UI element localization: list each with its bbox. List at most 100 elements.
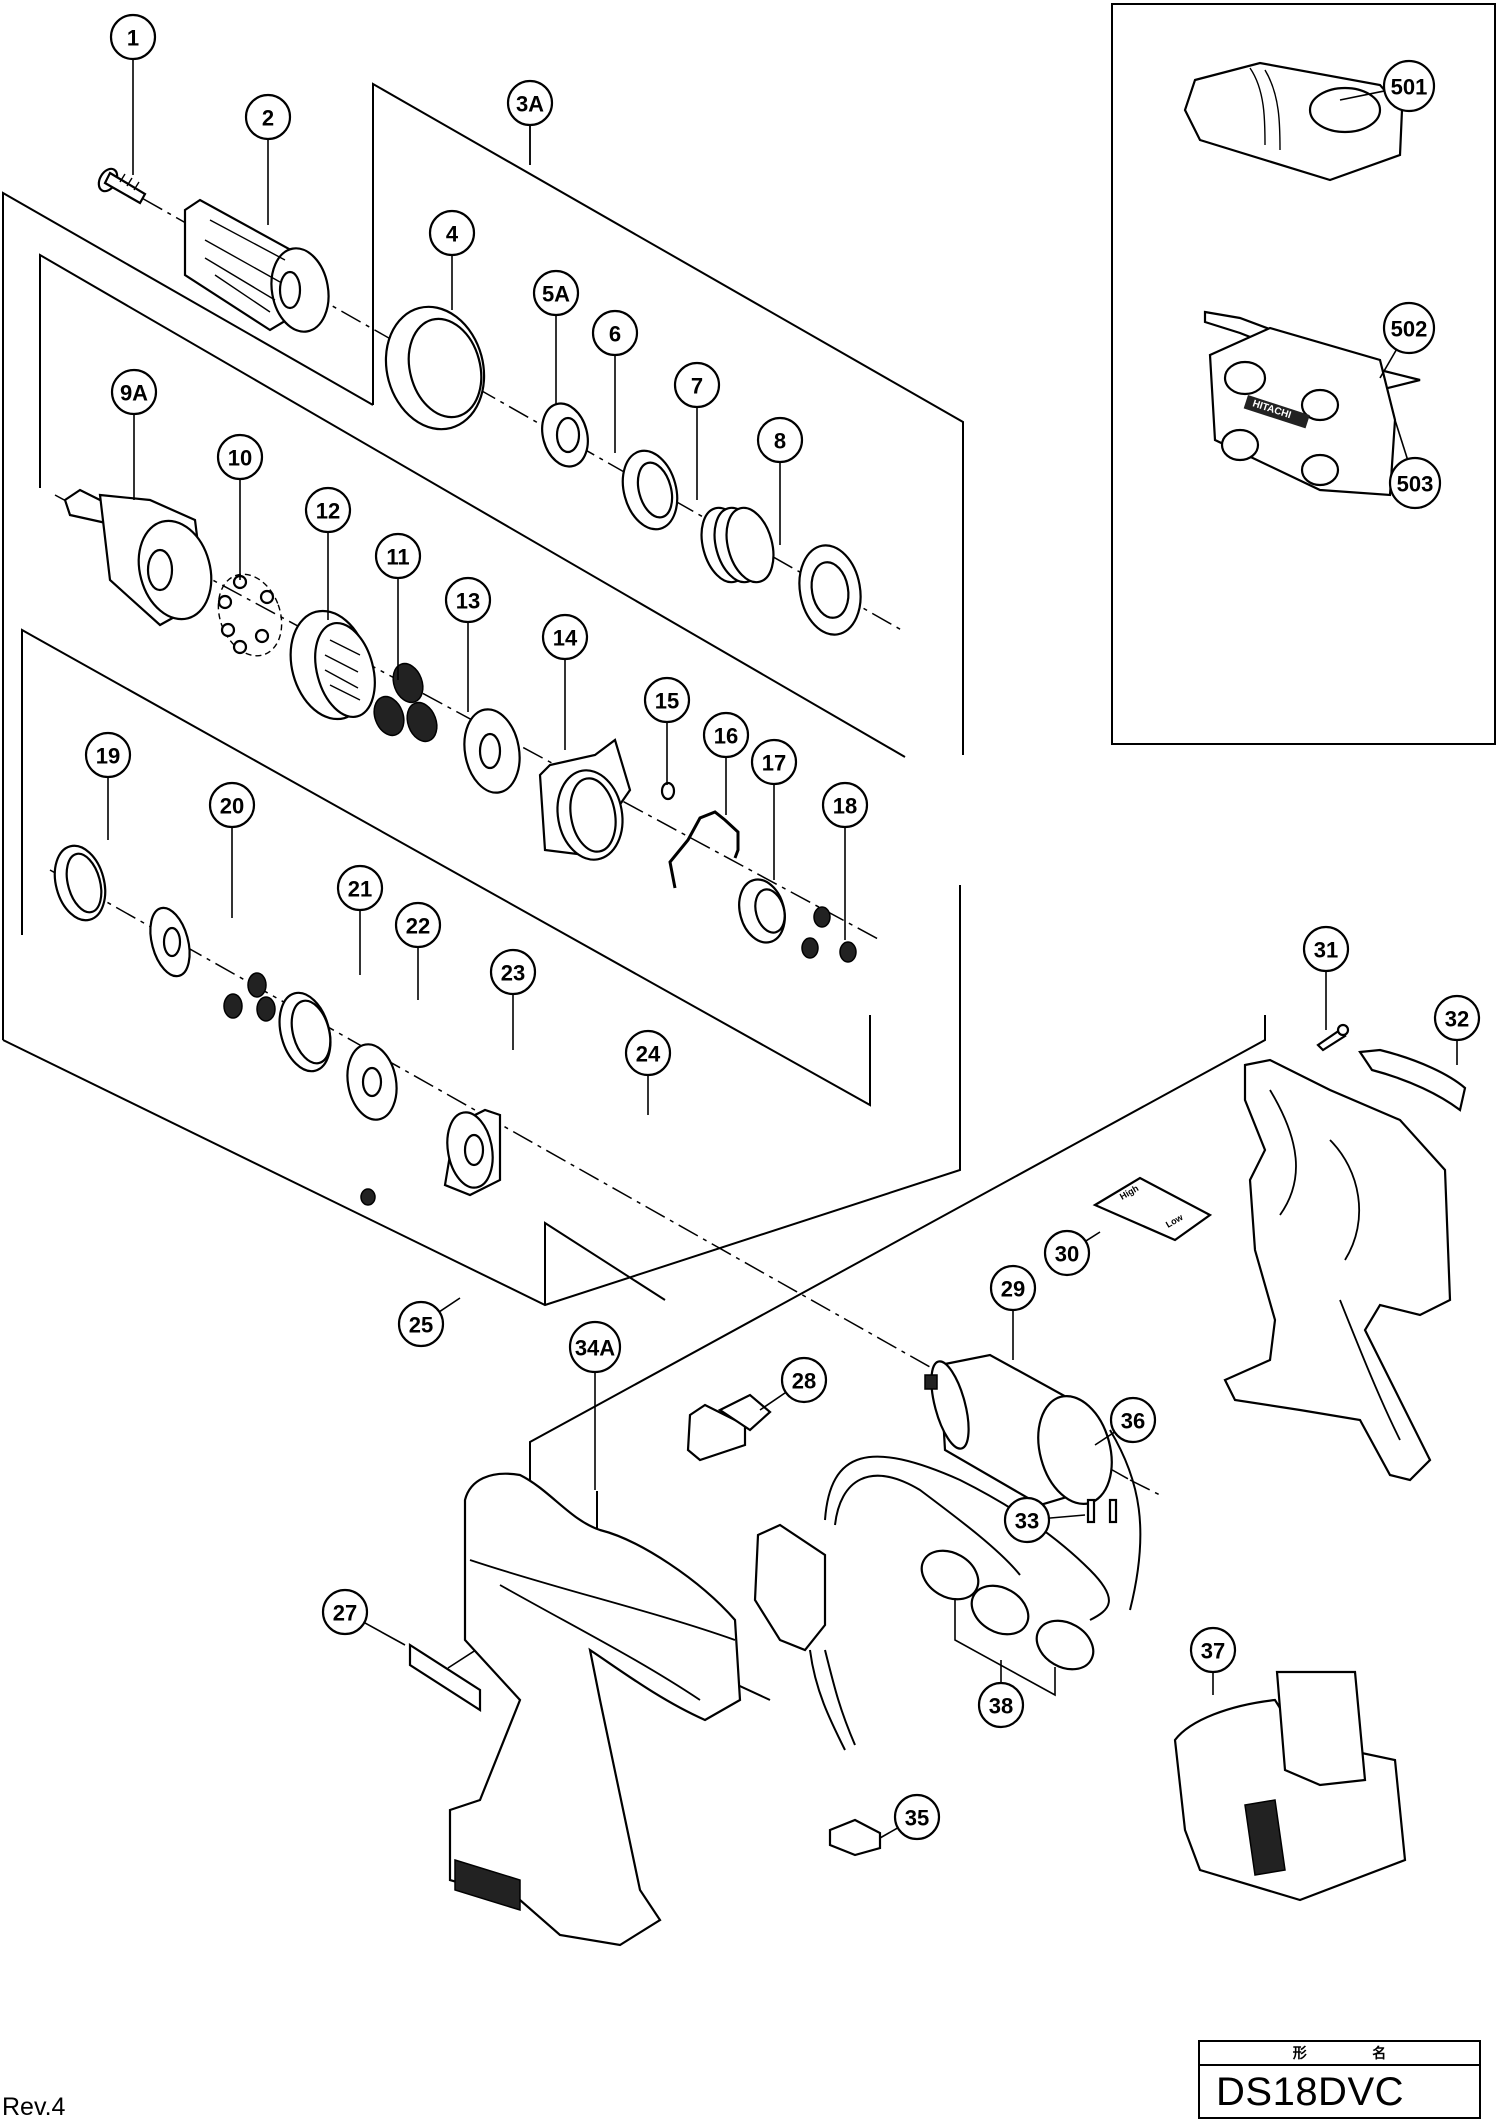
callout-label: 9A [120,381,148,406]
callout-circle [84,731,132,779]
model-title-block: 形 名 DS18DVC [1198,2040,1481,2119]
callout-label: 20 [220,794,244,819]
part-ring-gear-12 [289,609,376,721]
callout-label: 6 [609,322,621,347]
callout-label: 502 [1391,317,1428,342]
callout-label: 7 [691,374,703,399]
callout-502: 502 [1379,301,1436,379]
callout-circle [977,1681,1025,1729]
part-housing-right [1223,1058,1452,1482]
callout-label: 33 [1015,1509,1039,1534]
callout-label: 1 [127,26,139,51]
callout-label: 31 [1314,938,1338,963]
callout-circle [1433,994,1481,1042]
callout-circle [624,1029,672,1077]
callout-label: 16 [714,724,738,749]
leader-line-30 [1085,1231,1101,1242]
callout-23: 23 [489,948,537,1050]
callout-label: 34A [575,1336,615,1361]
callout-circle [110,368,158,416]
callout-503: 503 [1388,419,1442,510]
callout-13: 13 [444,576,492,712]
part-steel-balls-10 [217,573,283,657]
model-label-header: 形 名 [1200,2042,1479,2066]
callout-circle [673,361,721,409]
callout-label: 29 [1001,1277,1025,1302]
callout-14: 14 [541,613,589,750]
part-screw-31 [1316,1023,1350,1052]
part-chuck [183,198,330,333]
part-spring-holder-6 [621,449,679,531]
part-switch [753,1523,856,1751]
part-washer-23 [346,1043,398,1121]
callout-circle [643,676,691,724]
callout-circle [321,1588,369,1636]
part-gear-case-9a [63,488,213,627]
revision-label: Rev.4 [2,2093,66,2121]
callout-4: 4 [428,209,476,310]
callout-21: 21 [336,864,384,975]
callout-circle [756,416,804,464]
callout-6: 6 [591,309,639,453]
callout-24: 24 [624,1029,672,1115]
callout-circle [336,864,384,912]
callout-circle [893,1793,941,1841]
callout-29: 29 [989,1264,1037,1360]
part-screw-15 [660,781,676,801]
callout-circle [568,1320,622,1374]
leader-line-503 [1394,419,1409,460]
callout-circle [489,948,537,996]
part-ring-gear-22 [278,991,332,1073]
part-charger-501 [1183,61,1404,182]
callout-circle [216,433,264,481]
callout-35: 35 [879,1793,941,1841]
callout-2: 2 [244,93,292,225]
callout-32: 32 [1433,994,1481,1065]
callout-circle [109,13,157,61]
callout-circle [541,613,589,661]
callout-circle [374,532,422,580]
callout-circle [397,1300,445,1348]
part-speed-switch-30: High Low [1092,1176,1213,1242]
model-label-char-1: 形 [1292,2045,1307,2061]
callout-7: 7 [673,361,721,500]
callout-circle [304,486,352,534]
callout-circle [1302,925,1350,973]
part-carrier-17 [738,878,831,959]
leader-line-36 [1094,1431,1116,1446]
accessories-panel [1111,3,1496,745]
callout-label: 35 [905,1806,929,1831]
callout-label: 8 [774,429,786,454]
callout-label: 17 [762,751,786,776]
callout-8: 8 [756,416,804,545]
part-planet-gears-21 [223,972,276,1022]
part-clutch-ring-4 [384,305,486,431]
callout-circle [989,1264,1037,1312]
callout-10: 10 [216,433,264,580]
callout-3a: 3A [506,79,554,165]
callout-17: 17 [750,738,798,880]
callout-label: 3A [516,92,544,117]
callout-31: 31 [1302,925,1350,1030]
leader-line-501 [1339,90,1385,101]
callout-30: 30 [1043,1229,1101,1277]
callout-label: 5A [542,282,570,307]
part-gear-case-14 [538,738,632,861]
part-gear-case-cover-24 [443,1108,502,1197]
callout-28: 28 [759,1356,828,1411]
leader-line-33 [1048,1514,1086,1519]
group-frame-9a [2,191,961,1307]
callout-27: 27 [321,1588,406,1646]
callout-34a: 34A [568,1320,622,1490]
part-washer-8 [798,544,862,636]
callout-38: 38 [977,1660,1025,1729]
part-ferrite-cores-38 [920,1549,1095,1697]
part-battery-37 [1173,1670,1407,1902]
callout-circle [1382,301,1436,355]
callout-20: 20 [208,781,256,918]
callout-label: 12 [316,499,340,524]
callout-33: 33 [1003,1496,1086,1544]
callout-circle [821,781,869,829]
callout-501: 501 [1339,59,1436,113]
callout-circle [1388,456,1442,510]
